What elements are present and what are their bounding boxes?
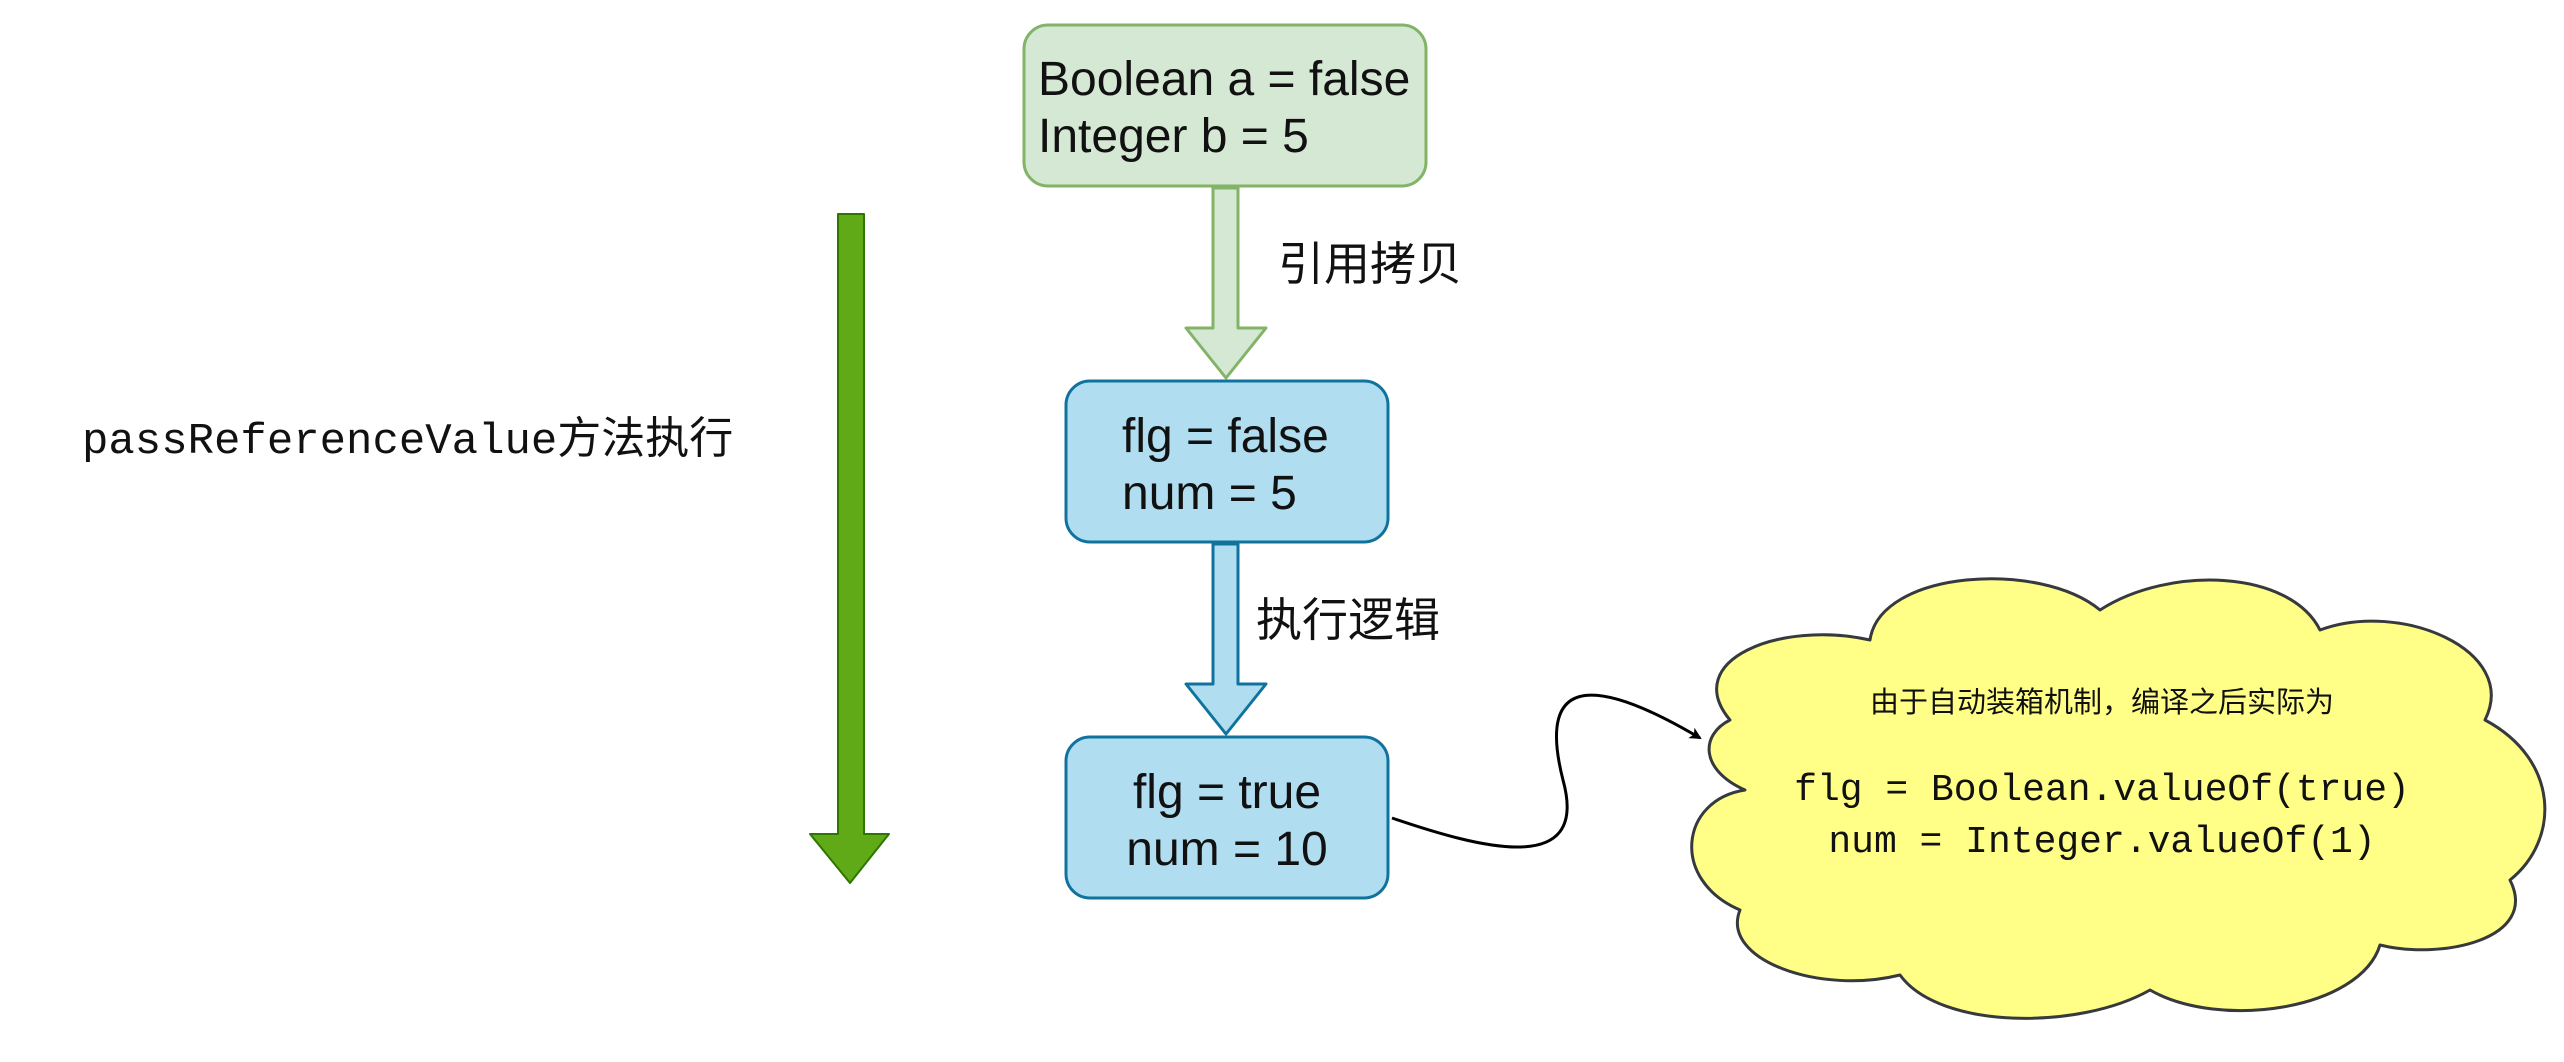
result-node: flg = true num = 10	[1064, 735, 1390, 900]
param-node: flg = false num = 5	[1064, 379, 1390, 544]
result-line-1: flg = true	[1133, 766, 1321, 819]
param-line-1: flg = false	[1122, 410, 1329, 463]
note-code-line-2: num = Integer.valueOf(1)	[1828, 821, 2375, 864]
note-title: 由于自动装箱机制，编译之后实际为	[1870, 685, 2334, 719]
copy-arrow	[1184, 186, 1268, 380]
exec-arrow	[1184, 542, 1268, 736]
copy-label: 引用拷贝	[1278, 237, 1462, 291]
source-node: Boolean a = false Integer b = 5	[1022, 23, 1428, 188]
param-line-2: num = 5	[1122, 467, 1297, 520]
note-connector	[1391, 693, 1702, 849]
source-line-1: Boolean a = false	[1038, 53, 1410, 106]
exec-label: 执行逻辑	[1256, 593, 1440, 647]
result-line-2: num = 10	[1126, 823, 1327, 876]
source-line-2: Integer b = 5	[1038, 110, 1309, 163]
timeline-label: passReferenceValue方法执行	[82, 415, 733, 467]
note-code-line-1: flg = Boolean.valueOf(true)	[1794, 769, 2410, 812]
timeline-arrow	[809, 213, 890, 884]
note-cloud: 由于自动装箱机制，编译之后实际为 flg = Boolean.valueOf(t…	[1690, 577, 2547, 1020]
